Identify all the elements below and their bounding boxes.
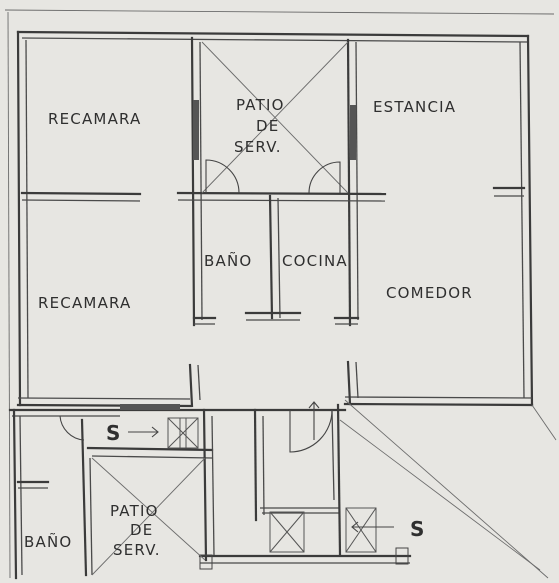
room-label-recamara-bottom: RECAMARA [38,294,132,312]
lower-diagonals [91,399,557,579]
stair-hatch-left [167,417,199,449]
stair-marker-left: S [106,421,120,445]
room-label-cocina: COCINA [282,252,348,270]
stair-hatch-bottom [269,507,377,553]
frame-top-line [4,9,555,15]
room-label-comedor: COMEDOR [386,284,473,302]
stair-marker-right: S [410,517,424,541]
stair-arrow-right [351,521,394,533]
patio-top-diagonals [201,41,349,194]
room-label-patio-bottom-line3: SERV. [113,541,161,559]
room-label-recamara-top: RECAMARA [48,110,142,128]
patio-window-right [350,105,356,160]
room-label-patio-top-line2: DE [256,117,279,135]
stair-arrow-up [308,401,320,440]
upper-unit-walls [16,30,534,408]
room-label-patio-top-line1: PATIO [236,96,285,114]
room-label-patio-top-line3: SERV. [234,138,282,156]
lower-doors [59,409,333,453]
frame-left-line [7,11,11,579]
room-label-bano-top: BAÑO [204,251,252,270]
patio-window-left [193,100,199,160]
room-label-patio-bottom-line1: PATIO [110,502,159,520]
room-label-patio-bottom-line2: DE [130,521,153,539]
lower-unit-walls [8,403,412,580]
room-label-bano-bottom: BAÑO [24,532,72,551]
patio-doors [205,159,341,194]
stair-arrow-left [128,426,159,438]
room-label-estancia: ESTANCIA [373,98,456,116]
